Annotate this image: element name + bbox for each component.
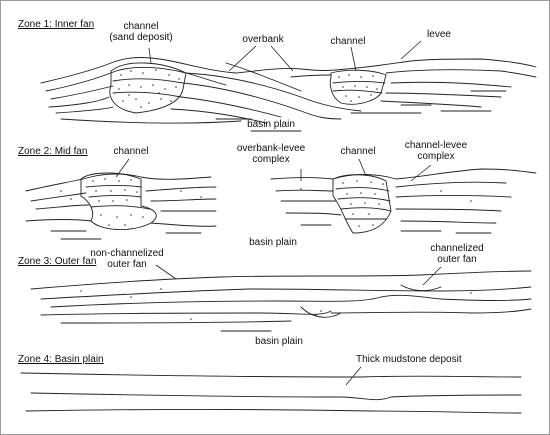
- zone3-non-channelized-label-2: outer fan: [107, 259, 147, 270]
- zone1-overbank-bed: [170, 108, 267, 124]
- zone1-mound-top: [40, 57, 237, 84]
- zone1-channel-left-label: channel: [123, 21, 159, 32]
- zone2-channel-layer: [335, 187, 390, 192]
- zone2-right-line: [395, 181, 507, 188]
- zone1-channel-layer: [112, 78, 184, 84]
- zone2-right-top: [270, 168, 537, 180]
- zone1-right-line: [385, 69, 537, 78]
- zone3-channelized-label-2: outer fan: [437, 254, 477, 265]
- zone3-channel: [400, 284, 442, 292]
- zone1-sand-stipple-right: [338, 74, 378, 102]
- zone1-overbank-bed: [225, 62, 302, 92]
- zone1-overbank-bed: [180, 96, 282, 118]
- zone2-strata: [25, 168, 537, 240]
- zone3-line: [60, 320, 292, 324]
- zone1-mound-line: [45, 66, 227, 92]
- zone4-line: [20, 372, 522, 378]
- zone4-thick-mudstone-label: Thick mudstone deposit: [356, 354, 462, 365]
- zone1-mound-line: [48, 96, 110, 108]
- zone1-overbank-bed: [182, 82, 342, 120]
- zone1-levee-label: levee: [427, 29, 451, 40]
- zone3-basin-plain-label: basin plain: [255, 336, 303, 347]
- zone1-right-line: [385, 92, 502, 98]
- zone1-strata: [40, 57, 537, 132]
- zone3-strata: [30, 270, 532, 332]
- zone2-right-line: [275, 189, 334, 192]
- zone4-title: Zone 4: Basin plain: [18, 354, 104, 365]
- zone2-channel-outline: [332, 174, 392, 234]
- zone1-leader-lines: [148, 40, 422, 72]
- zone2-channel-layer: [90, 205, 150, 210]
- zone4-line: [25, 409, 522, 414]
- zone1-basin-line: [60, 118, 242, 124]
- zone1-channel-layer: [332, 81, 386, 84]
- zone2-basin-plain-label: basin plain: [249, 237, 297, 248]
- zone2-line: [145, 186, 217, 192]
- zone1-overbank-label: overbank: [242, 34, 284, 45]
- zone4-strata: [20, 372, 522, 414]
- zone2-right-line: [400, 220, 497, 224]
- zone2-line: [35, 204, 90, 210]
- zone2-channel-right-label: channel: [340, 146, 376, 157]
- zone3-non-channelized-label: non-channelized: [90, 248, 164, 259]
- zone1-overbank-bed: [185, 72, 362, 112]
- zone3-line: [330, 308, 532, 314]
- zone2-leader-lines: [115, 158, 432, 182]
- zone2-overbank-levee-label-2: complex: [252, 154, 290, 165]
- zone1-channel-left-sublabel: (sand deposit): [109, 32, 173, 43]
- zone2-right-line: [395, 208, 502, 212]
- zone2-right-line: [285, 212, 342, 216]
- zone2-channel-layer: [340, 207, 392, 212]
- zone1-right-line: [380, 100, 482, 108]
- zone1-sand-stipple: [118, 69, 180, 108]
- zone2-sand-stipple: [92, 178, 144, 226]
- zone2-channel-levee-label-2: complex: [417, 151, 455, 162]
- zone4-line: [30, 392, 522, 401]
- zone3-title: Zone 3: Outer fan: [18, 256, 97, 267]
- zone3-top: [30, 270, 532, 290]
- zone1-channel-layer: [332, 89, 383, 94]
- zone3-channel: [300, 306, 342, 318]
- zone3-line: [40, 310, 332, 316]
- zone1-mound-line: [50, 85, 114, 100]
- zone1-channel-right-label: channel: [330, 36, 366, 47]
- zone2-right-line: [395, 195, 512, 198]
- zone1-right-line: [390, 81, 512, 88]
- zone2-line: [150, 198, 217, 202]
- zone2-channel-levee-label: channel-levee: [404, 140, 468, 151]
- zone1-basin-plain-label: basin plain: [247, 119, 295, 130]
- zone3-leader-lines: [155, 264, 442, 286]
- zone3-line: [40, 286, 532, 300]
- zone2-line: [150, 222, 217, 227]
- zone2-channel-layer: [85, 185, 142, 188]
- zone1-right-top: [235, 58, 537, 74]
- zone1-mound-line: [55, 106, 114, 114]
- zone1-channel-outline: [109, 62, 187, 114]
- zone2-overbank-levee-label: overbank-levee: [236, 143, 306, 154]
- zone2-top: [25, 173, 212, 192]
- zone2-scatter-dots: [60, 188, 472, 202]
- zone2-channel-layer: [337, 197, 391, 202]
- zone2-sand-stipple-right: [342, 180, 384, 227]
- zone2-title: Zone 2: Mid fan: [18, 146, 88, 157]
- zone1-channel-layer: [112, 91, 182, 98]
- zone1-right-line: [290, 74, 332, 78]
- zone2-line: [30, 192, 87, 202]
- zone1-channel-outline: [329, 69, 387, 105]
- zone2-channel-layer: [88, 195, 142, 198]
- zone3-line: [50, 294, 532, 308]
- zone2-line: [25, 219, 92, 222]
- zone3-channelized-label: channelized: [430, 243, 484, 254]
- zone3-scatter-dots: [80, 288, 472, 320]
- zone1-title: Zone 1: Inner fan: [18, 19, 95, 30]
- zone4-leader-lines: [345, 366, 362, 386]
- zone2-channel-left-label: channel: [113, 146, 149, 157]
